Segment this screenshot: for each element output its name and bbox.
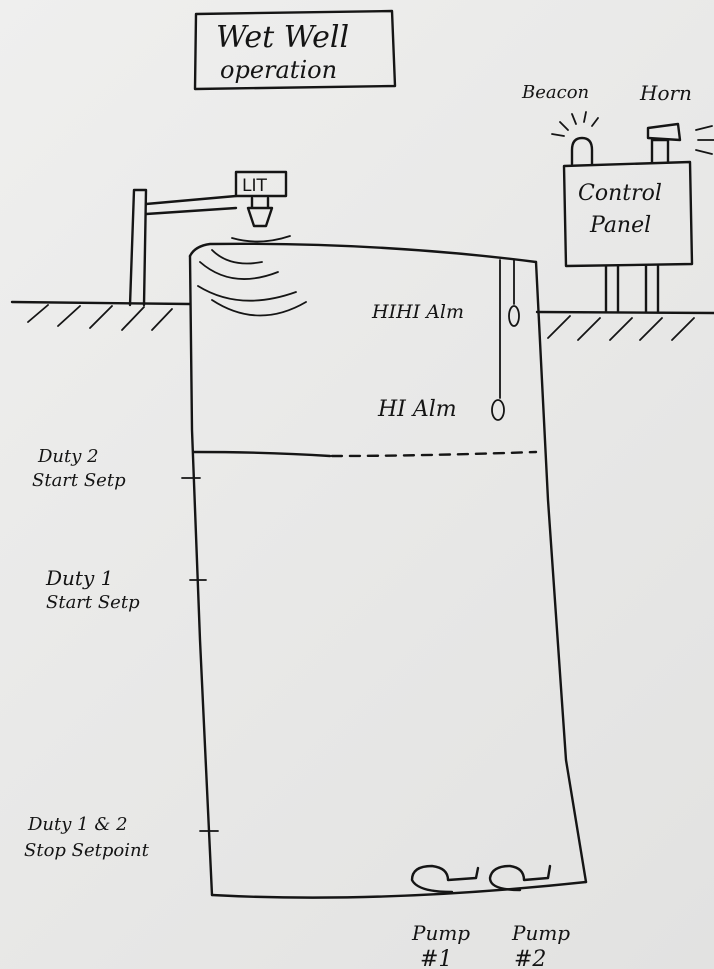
pump-1-icon xyxy=(412,866,478,892)
horn xyxy=(648,124,714,162)
beacon xyxy=(552,112,598,164)
pump-2-label-line-1: Pump xyxy=(511,921,570,945)
stop-label-line-1: Duty 1 & 2 xyxy=(27,814,128,835)
ground-hatch-left xyxy=(28,305,172,330)
tank-top xyxy=(190,244,536,262)
transmitter-horn xyxy=(248,198,272,226)
signal-wave-3 xyxy=(200,262,278,279)
pump-1-label-line-2: #1 xyxy=(420,947,452,969)
signal-wave-4 xyxy=(198,286,296,301)
tank-right-wall xyxy=(536,262,586,882)
control-panel-line-1: Control xyxy=(578,181,662,206)
water-level-dashed xyxy=(332,452,536,456)
signal-wave-2 xyxy=(212,250,262,264)
water-level-line xyxy=(194,452,330,456)
hi-alarm-label: HI Alm xyxy=(377,397,457,422)
signal-wave-1 xyxy=(232,236,290,242)
beacon-rays xyxy=(552,112,598,136)
duty2-label-line-2: Start Setp xyxy=(32,470,126,491)
pump-2-label-line-2: #2 xyxy=(514,947,546,969)
ground-line-right xyxy=(537,312,714,313)
tank-left-wall xyxy=(190,256,212,895)
stop-label-line-2: Stop Setpoint xyxy=(24,840,150,861)
float-switches xyxy=(492,260,519,420)
transmitter-label: LIT xyxy=(242,176,267,196)
horn-stand xyxy=(652,140,668,162)
tank-bottom xyxy=(212,882,586,898)
ground xyxy=(12,302,714,340)
ground-hatch-right xyxy=(548,316,694,340)
transmitter-post xyxy=(130,190,146,305)
transmitter-arm xyxy=(146,196,236,214)
duty1-label-line-1: Duty 1 xyxy=(45,566,113,590)
beacon-icon xyxy=(572,138,592,164)
title-line-1: Wet Well xyxy=(216,20,349,55)
hihi-alarm-label: HIHI Alm xyxy=(371,301,464,323)
control-panel: Control Panel xyxy=(564,162,692,312)
wet-well-tank xyxy=(190,244,586,898)
pump-1-label-line-1: Pump xyxy=(411,921,470,945)
float-hihi xyxy=(509,306,519,326)
control-panel-legs xyxy=(606,266,658,312)
control-panel-line-2: Panel xyxy=(589,213,651,238)
duty2-label-line-1: Duty 2 xyxy=(37,446,99,467)
ground-line-left xyxy=(12,302,190,304)
signal-wave-5 xyxy=(212,300,306,316)
pump-1 xyxy=(412,866,478,892)
horn-label: Horn xyxy=(639,81,692,105)
title-box: Wet Well operation xyxy=(195,11,395,89)
horn-sound-lines xyxy=(696,126,714,154)
horn-icon xyxy=(648,124,680,140)
beacon-label: Beacon xyxy=(521,82,589,103)
title-line-2: operation xyxy=(220,56,337,84)
float-hi xyxy=(492,400,504,420)
duty1-label-line-2: Start Setp xyxy=(46,592,140,613)
